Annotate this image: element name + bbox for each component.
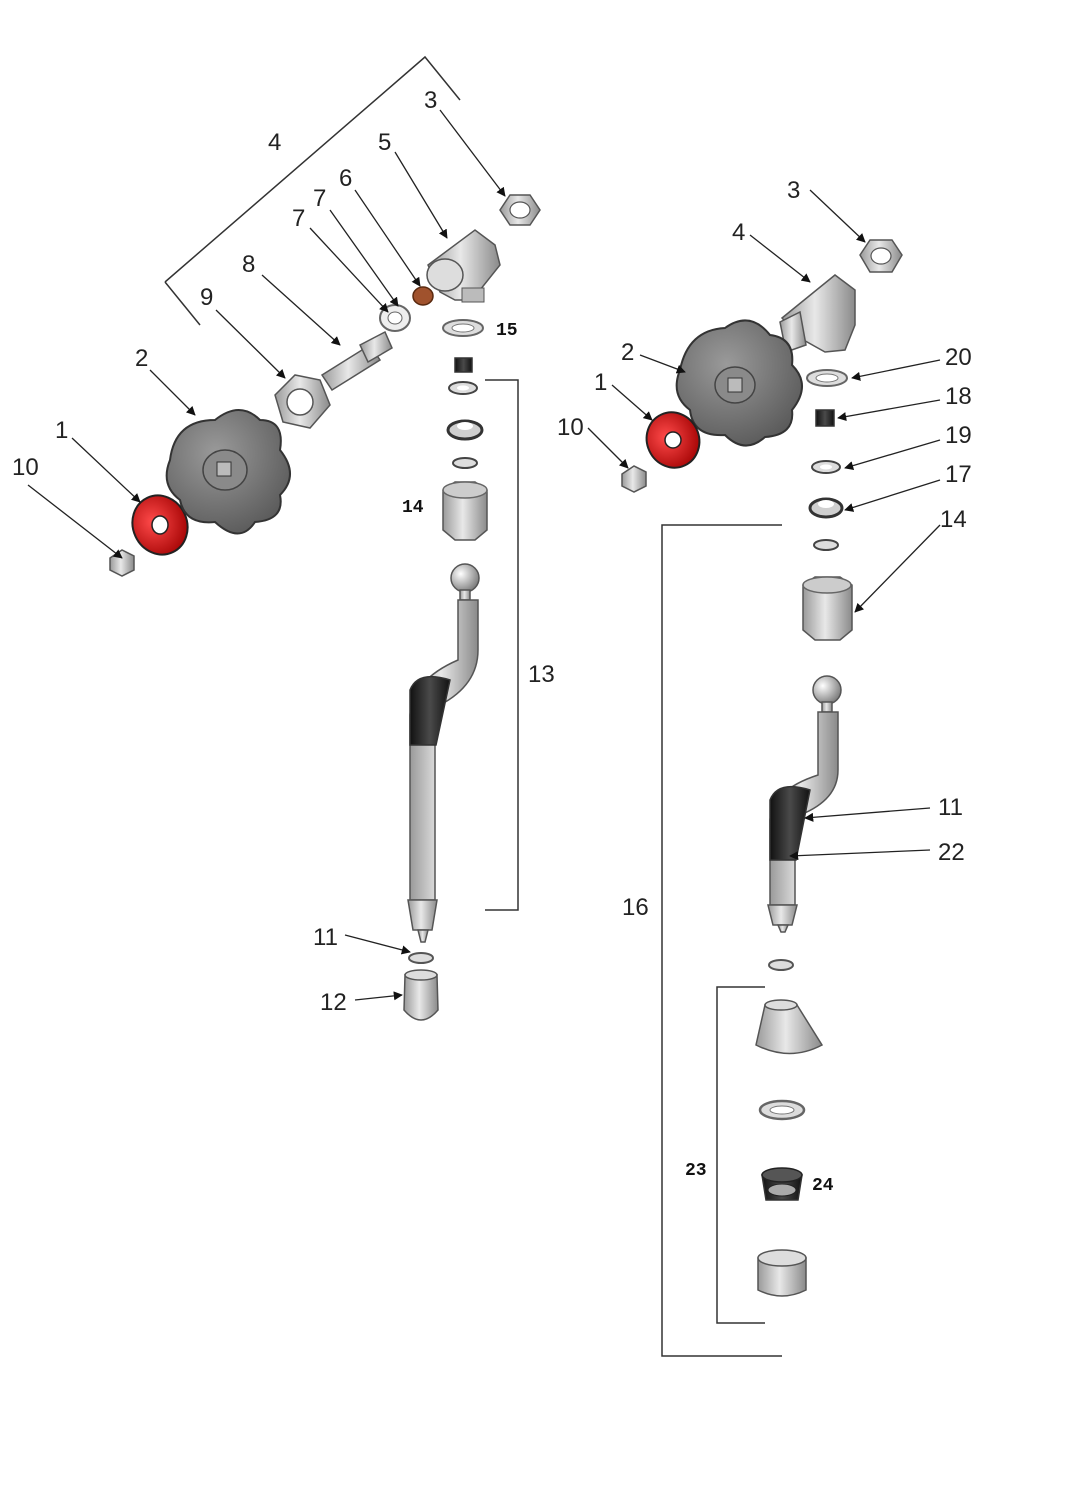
part-11-washer (408, 952, 434, 964)
label-1: 1 (55, 417, 68, 444)
leader-12 (354, 991, 403, 1001)
part-15-washer (442, 319, 484, 337)
leader-6 (354, 189, 421, 287)
leader-10 (27, 484, 123, 559)
part-6-brass-seal (412, 286, 434, 306)
label-r22: 22 (938, 839, 965, 866)
leader-r18 (837, 399, 941, 422)
label-5: 5 (378, 129, 391, 156)
bracket-4 (164, 55, 461, 283)
leader-r10 (587, 427, 629, 469)
part-13-steam-wand (407, 563, 480, 943)
part-1-red-cap-right (645, 411, 701, 469)
part-24-aerator (761, 1167, 803, 1201)
part-16-steam-wand-right (767, 675, 842, 933)
bracket-16 (661, 524, 782, 1357)
label-4: 4 (268, 129, 281, 156)
part-3-nut (499, 194, 541, 226)
part-3-nut-right (859, 239, 903, 273)
part-2-star-knob-right (675, 319, 803, 447)
bracket-23 (716, 986, 765, 1324)
leader-r4 (749, 234, 811, 283)
label-r23: 23 (685, 1161, 707, 1181)
part-19-washer (811, 460, 841, 474)
bracket-4-end (164, 281, 201, 326)
label-11: 11 (313, 924, 338, 951)
part-23-ring (758, 1099, 806, 1121)
part-14-hex-nut (442, 481, 488, 541)
label-r19: 19 (945, 422, 972, 449)
label-r1: 1 (594, 369, 607, 396)
part-10-setscrew-right (621, 465, 647, 493)
label-12: 12 (320, 989, 347, 1016)
label-9: 9 (200, 284, 213, 311)
leader-r22 (789, 849, 931, 861)
part-1-red-cap (131, 494, 189, 556)
leader-9 (215, 309, 286, 379)
leader-r14 (854, 524, 941, 613)
label-r24: 24 (812, 1176, 834, 1196)
label-r18: 18 (945, 383, 972, 410)
label-r17: 17 (945, 461, 972, 488)
leader-7a (309, 227, 389, 313)
part-20-washer (806, 369, 848, 387)
part-11-washer-right (768, 959, 794, 971)
label-r20: 20 (945, 344, 972, 371)
leader-r17 (844, 479, 941, 512)
small-washer (448, 381, 478, 395)
label-r16: 16 (622, 894, 649, 921)
label-r3: 3 (787, 177, 800, 204)
leader-r20 (851, 359, 941, 381)
label-7b: 7 (313, 185, 326, 212)
leader-3 (439, 109, 506, 197)
leader-r1 (611, 384, 653, 421)
seal-ring (446, 419, 484, 441)
leader-5 (394, 151, 448, 239)
label-r14: 14 (940, 506, 967, 533)
label-14: 14 (402, 498, 424, 518)
label-8: 8 (242, 251, 255, 278)
label-13: 13 (528, 661, 555, 688)
label-r2: 2 (621, 339, 634, 366)
part-4-valve-body-right (779, 274, 856, 353)
leader-11 (344, 934, 411, 955)
label-r11: 11 (938, 794, 963, 821)
label-r4: 4 (732, 219, 745, 246)
label-15: 15 (496, 321, 518, 341)
leader-r3 (809, 189, 866, 243)
part-23-cone (755, 999, 824, 1055)
rubber-seal (454, 357, 473, 373)
part-5-valve-body (426, 229, 501, 303)
leader-r11 (804, 807, 931, 822)
label-r10: 10 (557, 414, 584, 441)
leader-2 (149, 369, 196, 416)
part-9-hex-nut (274, 374, 331, 429)
left-assembly: 10 1 2 9 8 7 7 6 4 5 3 15 14 13 11 12 (12, 55, 555, 1021)
small-washer-2 (452, 457, 478, 469)
part-17-seal-ring (808, 497, 844, 519)
part-8-valve-stem (320, 330, 393, 392)
part-10-setscrew (109, 549, 135, 577)
leader-r2 (639, 354, 686, 374)
label-3: 3 (424, 87, 437, 114)
small-washer-right (813, 539, 839, 551)
part-12-tip (403, 969, 439, 1021)
part-14-hex-nut-right (802, 576, 853, 641)
bracket-13 (485, 379, 519, 911)
leader-8 (261, 274, 341, 346)
part-18-rubber-seal (815, 409, 835, 427)
label-2: 2 (135, 345, 148, 372)
part-2-star-knob (165, 409, 291, 535)
leader-7b (329, 209, 399, 307)
right-assembly: 3 4 2 1 10 20 18 19 17 14 16 11 22 23 24 (557, 177, 972, 1357)
leader-r19 (844, 439, 941, 471)
part-23-sleeve (757, 1249, 807, 1297)
leader-1 (71, 437, 141, 503)
label-6: 6 (339, 165, 352, 192)
label-7a: 7 (292, 205, 305, 232)
label-10: 10 (12, 454, 39, 481)
